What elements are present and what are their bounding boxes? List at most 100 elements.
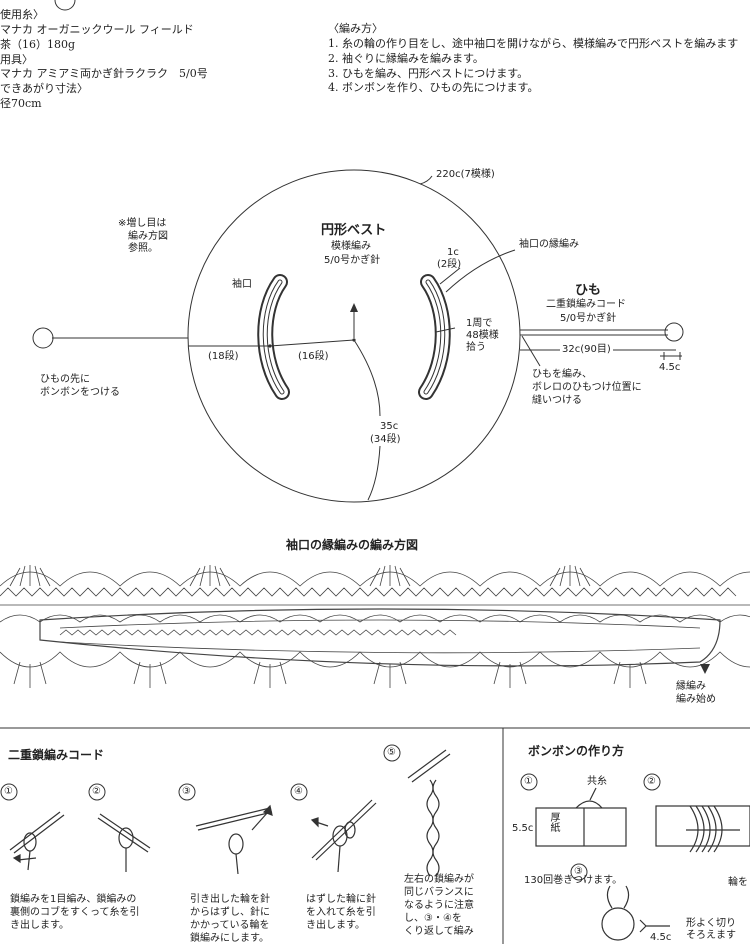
rows-center-label: (16段) [298,351,329,362]
edging-start-line: 縁編み [676,681,706,692]
size-value: 径70cm [0,97,42,111]
leader-edge-rows [439,267,461,285]
caption-line: し、③・④を [404,913,462,924]
cord-title: ひも [575,283,602,298]
cord-hook: 5/0号かぎ針 [560,313,617,324]
cord-attach-line: ボレロのひもつけ位置に [532,382,642,393]
pompom-note-line: ひもの先に [40,374,90,385]
caption-line: くり返して編み [404,926,474,937]
edging-label: 袖口の縁編み [519,239,579,250]
cord-step-4-circle [290,783,308,801]
vest-circle [187,169,521,503]
pompom-step-2-circle [643,773,661,791]
leader-edging [445,249,516,293]
leader-cord-attach [521,335,541,367]
caption-line: なるように注意 [404,900,474,911]
edge-rows-size: 1c [447,247,459,258]
card-size: 5.5c [512,823,534,834]
pompom-step-3-number: ③ [574,866,583,877]
pompom-note-line: ボンボンをつける [40,387,120,398]
tools-label: 用具〉 [0,52,33,66]
caption-line: 同じバランスに [404,887,474,898]
caption-line: 鎖編みにします。 [190,933,269,944]
left-pompom [32,327,54,349]
leader-radius-bottom [367,445,381,501]
method-heading: 〈編み方〉 [328,22,383,35]
cord-attach-line: 縫いつける [532,395,582,406]
finish-note: 形よく切り そろえます [686,918,736,942]
pickup-line: 1周で [466,318,493,329]
edging-start-line: 編み始め [676,694,716,705]
radius-label: 35c [380,421,399,432]
armhole-left-slot-inner [263,280,284,394]
cord-attach-line: ひもを編み、 [532,369,592,380]
wind-note: 130回巻きつけます。 [524,875,623,886]
caption-line: かかっている輪を [190,920,270,931]
caption-line: き出します。 [306,920,365,931]
cord-steps-title: 二重鎖編みコード [8,748,105,762]
edge-rows-count: (2段) [437,259,462,270]
cord-step-3-circle [178,783,196,801]
cord-step-4-number: ④ [294,786,303,797]
increase-note-line: 編み方図 [128,230,168,242]
hook-name: マナカ アミアミ両かぎ針ラクラク 5/0号 [0,67,208,81]
pompom-title: ボンボンの作り方 [528,744,625,758]
caption-line: 裏側のコブをすくって糸を引 [10,907,140,918]
card-label: 厚紙 [548,812,559,832]
cord-step-2-circle [88,783,106,801]
cord-step-5-number: ⑤ [387,747,396,758]
leader-circumference [419,175,433,185]
armhole-label: 袖口 [232,279,252,290]
cord-step-2-number: ② [92,786,101,797]
method-step-4: 4. ボンボンを作り、ひもの先につけます。 [328,81,539,95]
size-label: できあがり寸法〉 [0,82,88,96]
materials-list: 使用糸〉 マナカ オーガニックウール フィールド 茶（16）180g 用具〉 マ… [0,8,208,112]
cord-step-1-caption: 鎖編みを1目編み、鎖編みの 裏側のコブをすくって糸を引 き出します。 [10,893,140,932]
tie-note: 輪を [728,877,748,888]
increase-note-line: ※増し目は [118,218,167,229]
vest-hook: 5/0号かぎ針 [324,255,381,266]
cord-attach-note: ひもを編み、 ボレロのひもつけ位置に 縫いつける [532,368,642,407]
edging-chart-art [0,565,750,688]
rows-left-label: (18段) [208,351,239,362]
caption-line: 鎖編みを1目編み、鎖編みの [10,894,137,905]
pompom-illustrations [535,787,750,941]
materials-label: 使用糸〉 [0,8,44,21]
cord-step-5-circle [383,744,401,762]
cord-step-4-caption: はずした輪に針 を入れて糸を引 き出します。 [306,893,376,932]
leader-pickup [435,327,456,333]
cord-length: 32c(90目) [560,343,613,357]
caption-line: 左右の鎖編みが [404,874,474,885]
circumference-label: 220c(7模様) [436,169,495,180]
vest-pattern: 模様編み [331,241,371,252]
pompom-note: ひもの先に ボンボンをつける [40,373,120,399]
edging-chart-title: 袖口の縁編みの編み方図 [286,538,419,552]
caption-line: からはずし、針に [190,907,270,918]
yarn-amount: 茶（16）180g [0,37,76,51]
partial-circle-top [54,0,76,11]
thread-label: 共糸 [587,776,607,787]
pickup-note: 1周で 48模様 拾う [466,318,499,354]
finish-note-line: 形よく切り [686,918,736,929]
vest-title: 円形ベスト [321,223,387,238]
increase-note-line: 参照。 [128,243,158,254]
edging-start-label: 縁編み 編み始め [676,680,716,706]
armhole-right-slot-inner [424,280,445,394]
edging-start-marker [700,664,710,674]
dim-dot-left [268,344,272,348]
pompom-finished-size: 4.5c [650,932,672,943]
center-arrow-head [350,303,358,312]
cord-illustrations [9,749,451,877]
dim-center [269,339,355,347]
method-list: 〈編み方〉 1. 糸の輪の作り目をし、途中袖口を開けながら、模様編みで円形ベスト… [328,22,738,96]
cord-step-2-caption: 引き出した輪を針 からはずし、針に かかっている輪を 鎖編みにします。 [190,893,270,945]
cord-step-1-circle [0,783,18,801]
cord-step-5-caption: 左右の鎖編みが 同じバランスに なるように注意 し、③・④を くり返して編み [404,873,474,938]
pompom-size: 4.5c [659,362,681,373]
yarn-name: マナカ オーガニックウール フィールド [0,22,194,36]
cord-type: 二重鎖編みコード [546,299,626,310]
caption-line: 引き出した輪を針 [190,894,270,905]
pickup-line: 拾う [466,342,486,353]
caption-line: き出します。 [10,920,69,931]
